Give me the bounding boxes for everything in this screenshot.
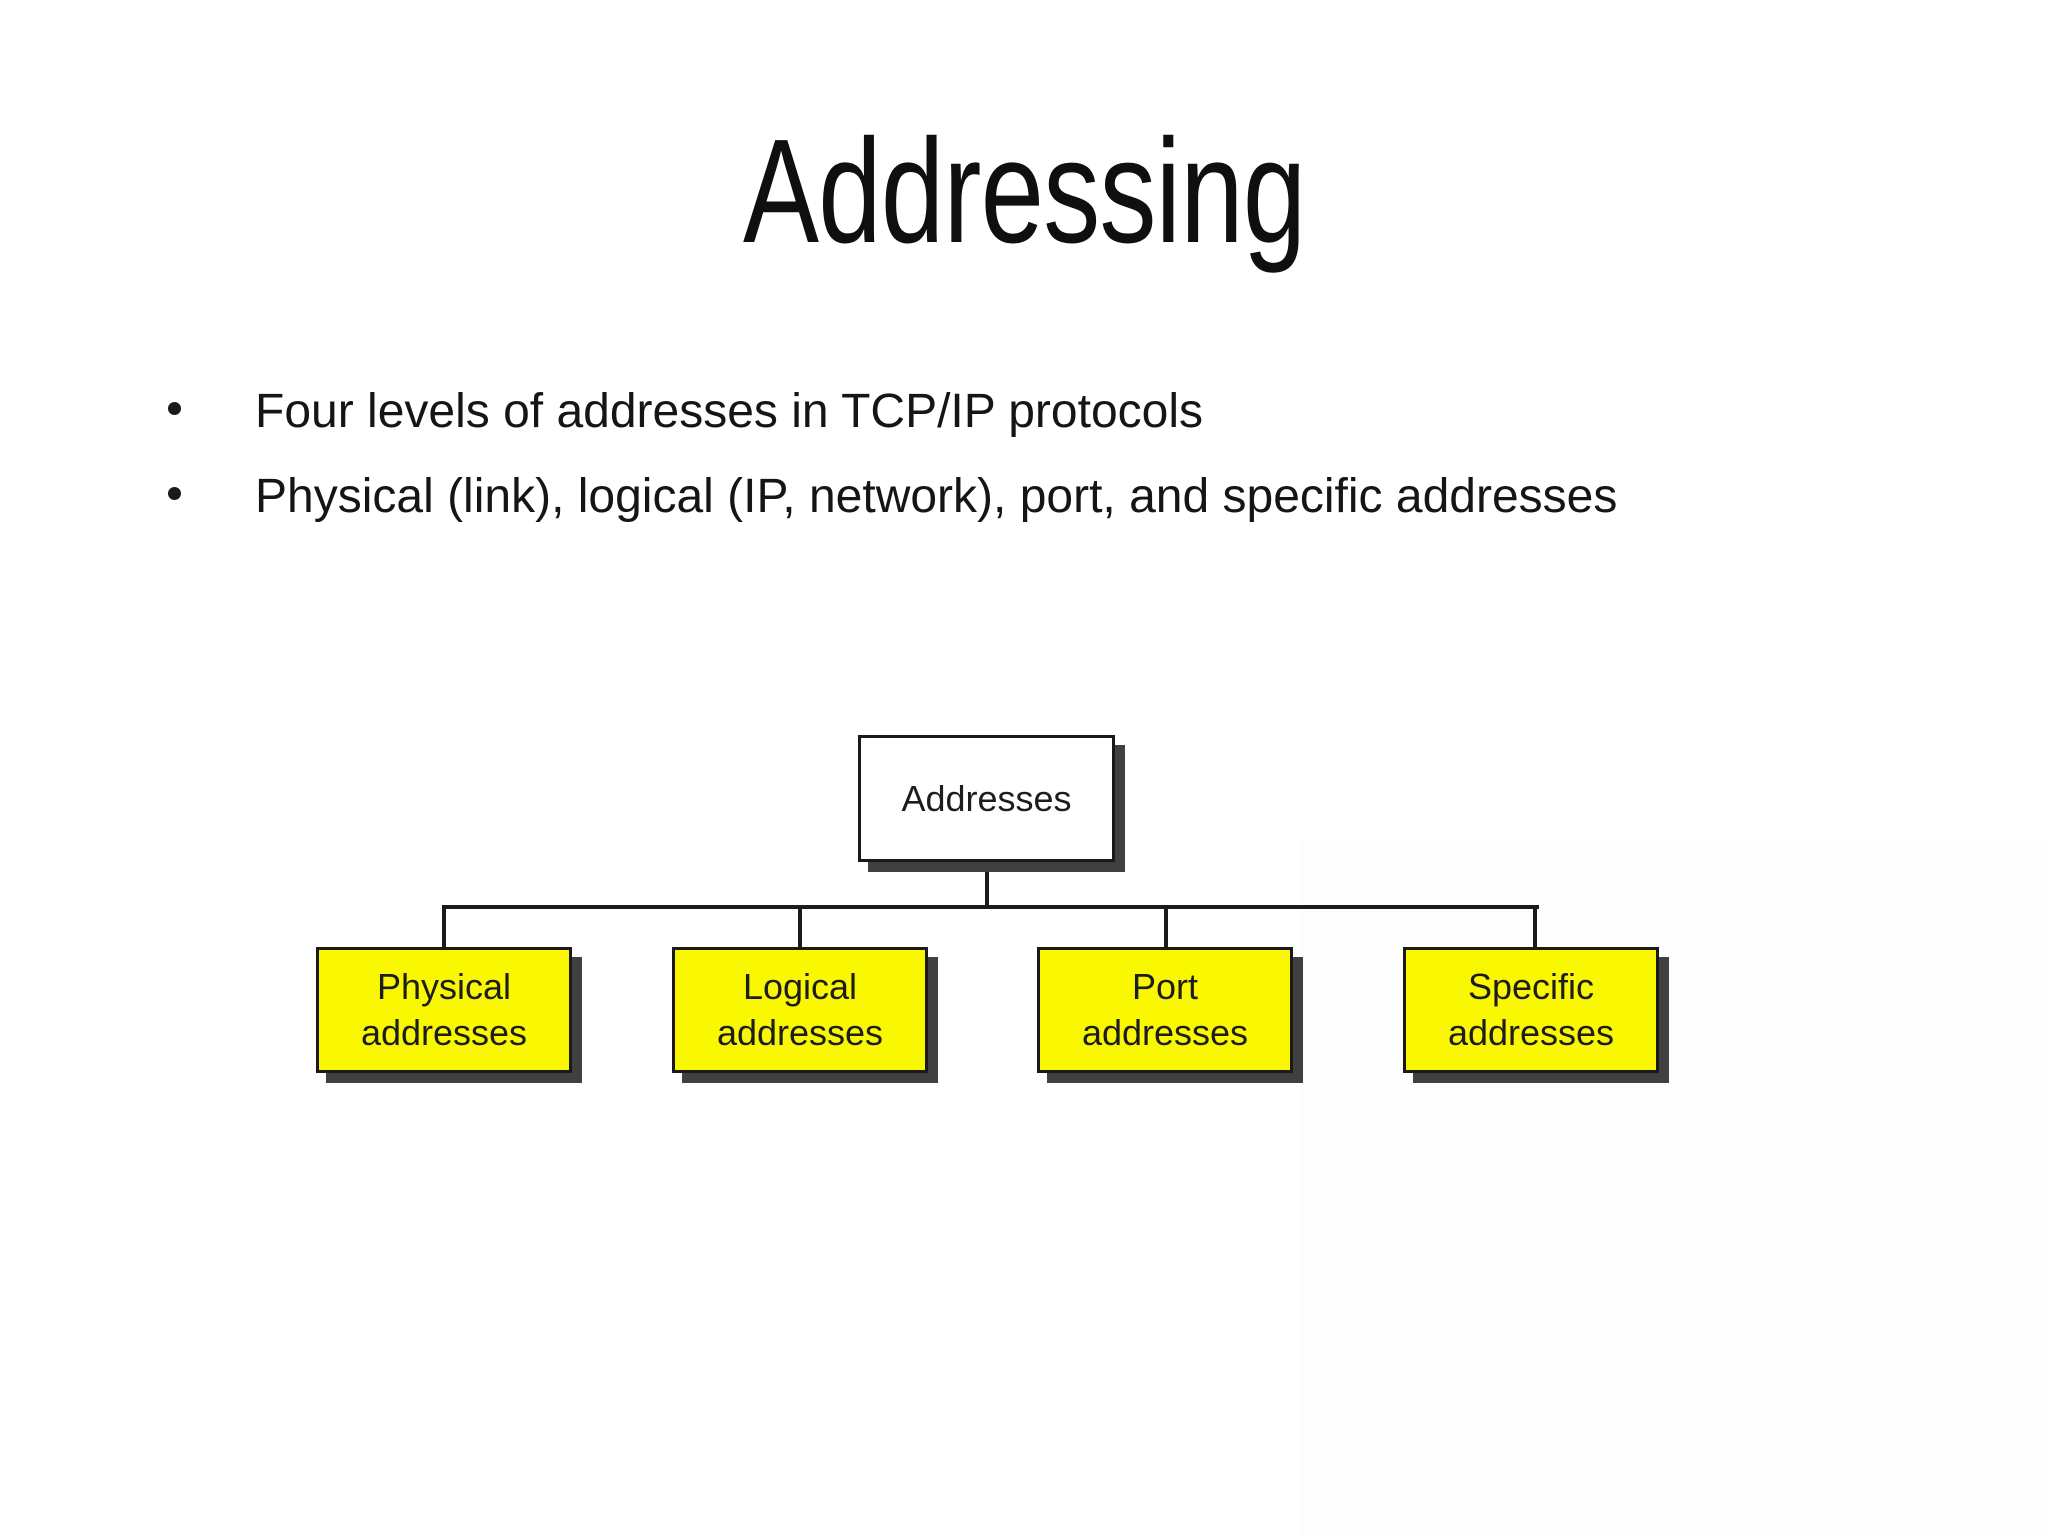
node-label: Addresses — [901, 777, 1072, 819]
diagram-node-specific-addresses: Specific addresses — [1403, 947, 1659, 1073]
bullet-text: Physical (link), logical (IP, network), … — [255, 470, 1618, 523]
bullet-item: Physical (link), logical (IP, network), … — [168, 469, 1617, 525]
page-title-text: Addressing — [742, 109, 1306, 274]
node-label-line2: addresses — [716, 1012, 884, 1053]
bullet-dot-icon — [168, 402, 181, 415]
connector-root-vertical — [985, 862, 989, 908]
connector-stub-specific — [1533, 905, 1537, 949]
node-label-line1: Physical — [376, 966, 512, 1007]
page-title: Addressing — [0, 118, 2048, 266]
connector-horizontal — [442, 905, 1539, 909]
figure-background — [1300, 840, 2048, 1536]
node-label-line1: Specific — [1467, 966, 1595, 1007]
node-label-line1: Logical — [742, 966, 858, 1007]
node-label-line2: addresses — [1081, 1012, 1249, 1053]
bullet-item: Four levels of addresses in TCP/IP proto… — [168, 384, 1203, 440]
node-label-line2: addresses — [360, 1012, 528, 1053]
diagram-node-addresses: Addresses — [858, 735, 1115, 862]
node-label-line2: addresses — [1447, 1012, 1615, 1053]
diagram-node-physical-addresses: Physical addresses — [316, 947, 572, 1073]
diagram-node-port-addresses: Port addresses — [1037, 947, 1293, 1073]
bullet-text: Four levels of addresses in TCP/IP proto… — [255, 385, 1203, 438]
diagram-node-logical-addresses: Logical addresses — [672, 947, 928, 1073]
connector-stub-logical — [798, 905, 802, 949]
node-label-line1: Port — [1131, 966, 1199, 1007]
bullet-dot-icon — [168, 487, 181, 500]
connector-stub-physical — [442, 905, 446, 949]
connector-stub-port — [1164, 905, 1168, 949]
